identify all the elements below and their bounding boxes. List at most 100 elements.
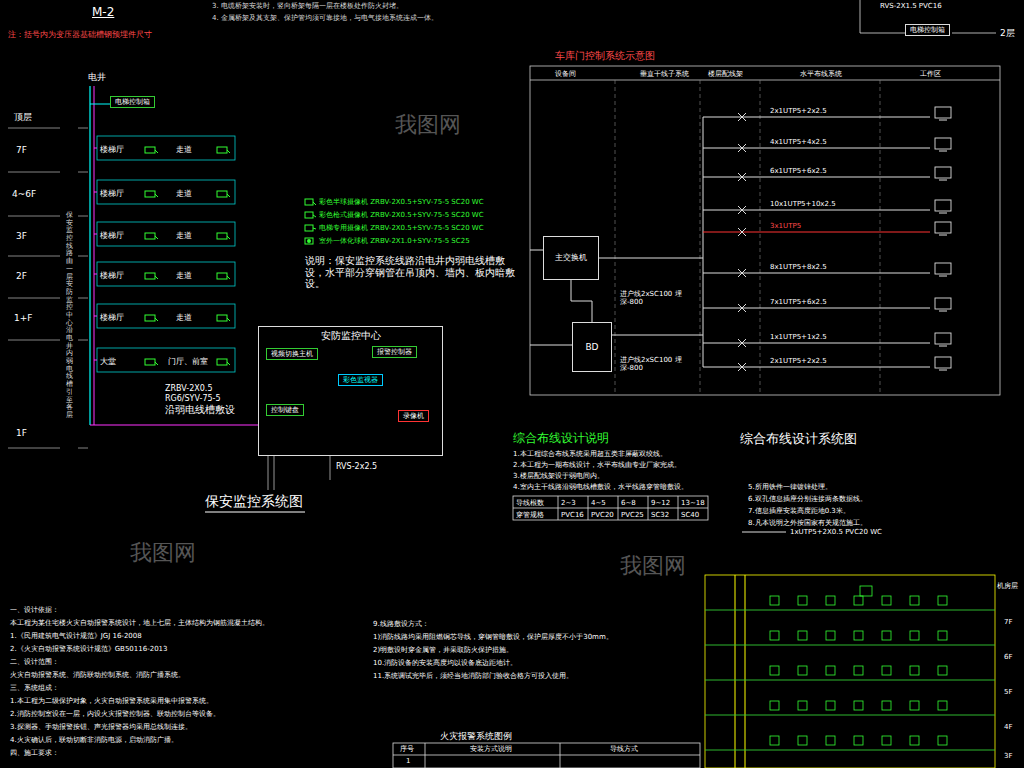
camera-symbol [145, 191, 158, 197]
box-label: 电梯控制箱 [115, 98, 150, 106]
camera-lens [155, 236, 158, 239]
device-box: 控制键盘 [266, 404, 304, 416]
note-text: 5.所用铁件一律镀锌处理。 [748, 483, 832, 491]
switch-box: 主交换机 [543, 236, 599, 280]
table-cell: 6~8 [621, 499, 636, 507]
floor-line [8, 298, 60, 299]
floor-line [78, 298, 88, 299]
computer-icon [939, 151, 947, 152]
table-cell: 导线方式 [610, 745, 638, 753]
connector-line [571, 280, 592, 322]
note-text: 注：括号内为变压器基础槽钢预埋件尺寸 [8, 30, 152, 39]
alarm-device [938, 666, 947, 675]
floor-branch-box [97, 304, 235, 328]
horizontal-cable [703, 210, 930, 211]
device-box: 视频切换主机 [266, 348, 318, 360]
camera-body [145, 315, 155, 321]
floor-line [8, 172, 60, 173]
floor-branch-box [97, 262, 235, 286]
alarm-device [854, 631, 863, 640]
location-label: 走道 [176, 231, 192, 240]
camera-lens [313, 228, 316, 229]
column-divider [880, 80, 881, 395]
legend-table [393, 743, 700, 768]
column-divider [700, 80, 701, 395]
note-text: 3. 电缆桥架安装时，竖向桥架每隔一层在楼板处作防火封堵。 [212, 2, 403, 10]
camera-body [145, 273, 155, 279]
patch-symbol [738, 173, 746, 181]
alarm-device [798, 701, 807, 710]
cable-line [268, 456, 269, 490]
camera-lens [155, 194, 158, 197]
camera-symbol [217, 359, 230, 365]
location-label: 楼梯厅 [100, 145, 124, 154]
branch-cable [94, 274, 97, 275]
cable-spec: 2x1UTP5+2x2.5 [770, 107, 827, 115]
table-cell: 导线根数 [516, 499, 544, 507]
floor-line [78, 216, 88, 217]
patch-symbol [738, 113, 746, 121]
riser-cable [89, 86, 90, 425]
floor-line [78, 128, 88, 129]
header-line [530, 80, 1000, 81]
table-cell: 13~18 [681, 499, 705, 507]
computer-icon [935, 357, 951, 368]
floor-bus [705, 750, 995, 751]
alarm-device [882, 631, 891, 640]
trunk-cable [90, 424, 258, 425]
legend-symbol [304, 224, 316, 232]
note-text: 2)明敷设时穿金属管，并采取防火保护措施。 [373, 646, 513, 654]
location-label: 走道 [176, 145, 192, 154]
floor-label: 3F [1004, 752, 1012, 760]
box-label: 彩色监视器 [343, 376, 378, 384]
floor-line [8, 448, 60, 449]
computer-icon [935, 298, 951, 309]
shaft-label: 电井 [88, 72, 106, 82]
camera-symbol [145, 233, 158, 239]
column-header: 工作区 [920, 70, 941, 78]
branch-cable [90, 104, 110, 105]
alarm-device [910, 631, 919, 640]
watermark: 我图网 [395, 112, 461, 137]
alarm-device [770, 631, 779, 640]
note-text: 3.探测器、手动报警按钮、声光报警器均采用总线制连接。 [10, 723, 192, 731]
horizontal-cable [703, 117, 930, 118]
location-label: 走道 [176, 271, 192, 280]
floor-label: 3F [16, 231, 27, 241]
alarm-device [798, 666, 807, 675]
table-line [678, 496, 679, 520]
alarm-device [854, 666, 863, 675]
camera-lens [227, 236, 230, 239]
watermark: 我图网 [130, 540, 196, 565]
alarm-device [826, 596, 835, 605]
horizontal-cable [703, 148, 930, 149]
patch-symbol [738, 144, 746, 152]
note-text: 9.线路敷设方式： [373, 620, 429, 628]
location-label: 走道 [176, 313, 192, 322]
computer-icon [939, 370, 947, 371]
floor-line [8, 128, 60, 129]
cable-spec: 3x1UTP5 [770, 222, 801, 230]
patch-symbol [738, 144, 746, 152]
camera-symbol [145, 315, 158, 321]
computer-icon [935, 263, 951, 274]
note-text: 三、系统组成： [10, 684, 59, 692]
table-line [513, 508, 708, 509]
note-text: 4.火灾确认后，联动切断非消防电源，启动消防广播。 [10, 736, 178, 744]
branch-cable [94, 360, 97, 361]
alarm-device [854, 596, 863, 605]
legend-symbol [304, 237, 316, 245]
alarm-device [938, 596, 947, 605]
branch-cable [94, 234, 97, 235]
alarm-device [938, 736, 947, 745]
alarm-device [770, 701, 779, 710]
column-header: 水平布线系统 [800, 70, 842, 78]
alarm-device [826, 701, 835, 710]
note-text: 6.双孔信息插座分别连接两条数据线。 [748, 495, 867, 503]
horizontal-cable [703, 232, 930, 233]
table-cell: PVC16 [561, 511, 584, 519]
note-text: 1.本工程为二级保护对象，火灾自动报警系统采用集中报警系统。 [10, 697, 213, 705]
table-line [425, 743, 426, 768]
legend-symbol [304, 211, 316, 219]
